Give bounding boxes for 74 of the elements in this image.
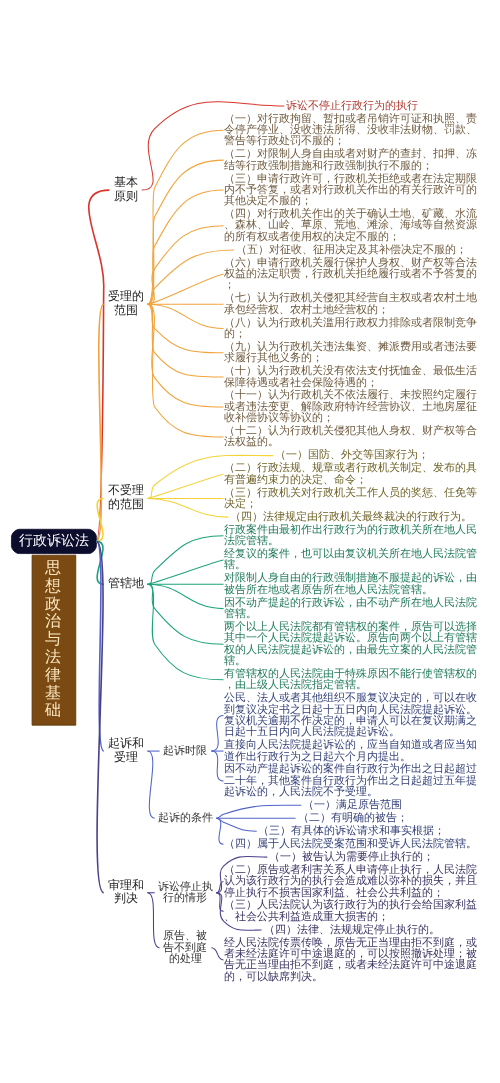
node-text: 基本原则	[113, 174, 138, 203]
connector	[146, 559, 225, 585]
connector	[146, 248, 235, 305]
node-text: 经复议的案件，也可以由复议机关所在地人民法院管辖。	[224, 546, 478, 570]
connector	[210, 750, 225, 752]
connector	[146, 189, 225, 305]
node-text: （一）满足原告范围	[303, 797, 403, 810]
node-text: （五）对征收、征用决定及其补偿决定不服的；	[235, 242, 467, 255]
connector	[215, 891, 263, 931]
node-text: 起诉的条件	[157, 810, 213, 823]
node-text: （二）原告或者利害关系人申请停止执行，人民法院认为该行政行为的执行会造成难以弥补的损失，并且停止执行不损害国家利益、社会公共利益的；	[224, 862, 478, 897]
node-text: 公民、法人或者其他组织不服复议决定的，可以在收到复议决定书之日起十五日内向人民法院提起诉讼。复议机关逾期不作决定的，申请人可以在复议期满之日起十五日内向人民法院提起诉讼。	[224, 690, 478, 737]
node-text: （二）行政法规、规章或者行政机关制定、发布的具有普遍约束力的决定、命令；	[224, 460, 478, 485]
connector	[146, 303, 225, 408]
node-text: 经人民法院传票传唤，原告无正当理由拒不到庭，或者未经法庭许可中途退庭的，可以按照撤诉处理；被告无正当理由拒不到庭，或者未经法庭许可中途退庭的，可以缺席判决。	[224, 935, 478, 982]
node-box: 思想政治与法律基础	[31, 554, 77, 726]
node-text: （十一）认为行政机关不依法履行、未按照约定履行或者违法变更、解除政府特许经营协议、土地房屋征收补偿协议等协议的；	[224, 387, 478, 423]
node-text: 起诉和受理	[107, 735, 144, 764]
node-text: （四）对行政机关作出的关于确认土地、矿藏、水流、森林、山岭、草原、荒地、滩涂、海域等自然资源的所有权或者使用权的决定不服的；	[224, 206, 478, 242]
connector	[146, 129, 225, 305]
node-text: 有管辖权的人民法院由于特殊原因不能行使管辖权的，由上级人民法院指定管辖。	[224, 666, 478, 690]
node-text: （三）人民法院认为该行政行为的执行会给国家利益、社会公共利益造成重大损害的；	[224, 897, 478, 922]
connector	[210, 946, 225, 960]
node-text: 审理和判决	[107, 877, 144, 905]
node-text: （六）申请行政机关履行保护人身权、财产权等合法权益的法定职责，行政机关拒绝履行或者不予答复的；	[224, 255, 478, 290]
node-box: 行政诉讼法	[11, 528, 97, 554]
node-text: 原告、被告不到庭的处理	[163, 928, 208, 964]
node-text: （四）法律规定由行政机关最终裁决的行政行为。	[229, 509, 472, 522]
node-text: （十）认为行政机关没有依法支付抚恤金、最低生活保障待遇或者社会保险待遇的；	[224, 363, 478, 388]
connector	[215, 817, 225, 845]
connector	[146, 473, 225, 499]
connector	[146, 497, 229, 518]
node-text: 不受理的范围	[107, 482, 144, 511]
node-text: 两个以上人民法院都有管辖权的案件，原告可以选择其中一个人民法院提起诉讼。原告向两个以上有管辖权的人民法院提起诉讼的，由最先立案的人民法院管辖。	[224, 619, 478, 666]
node-text: （三）有具体的诉讼请求和事实根据；	[258, 823, 446, 836]
node-text: （七）认为行政机关侵犯其经营自主权或者农村土地承包经营权、农村土地经营权的；	[224, 290, 478, 315]
connector	[146, 273, 225, 305]
node-text: （十二）认为行政机关侵犯其他人身权、财产权等合法权益的。	[224, 423, 478, 447]
connector	[146, 750, 156, 819]
node-text: 诉讼不停止行政行为的执行	[286, 98, 419, 111]
node-text: （四）法律、法规规定停止执行的。	[263, 922, 440, 935]
connector	[210, 750, 225, 782]
node-text: （三）行政机关对行政机关工作人员的奖惩、任免等决定；	[224, 485, 478, 509]
node-text: （一）国防、外交等国家行为；	[274, 447, 429, 460]
connector	[146, 454, 274, 499]
node-text: （一）被告认为需要停止执行的；	[269, 849, 435, 862]
node-text: （三）申请行政许可，行政机关拒绝或者在法定期限内不予答复，或者对行政机关作出的有关行政许可的其他决定不服的；	[224, 171, 478, 206]
node-text: （一）对行政拘留、暂扣或者吊销许可证和执照、责令停产停业、没收违法所得、没收非法财物、罚款、警告等行政处罚不服的；	[224, 111, 478, 146]
node-text: 管辖地	[107, 575, 144, 590]
connector	[146, 303, 225, 437]
node-text: 行政案件由最初作出行政行为的行政机关所在地人民法院管辖。	[224, 522, 478, 546]
connector	[146, 224, 225, 305]
node-text: （九）认为行政机关违法集资、摊派费用或者违法要求履行其他义务的；	[224, 339, 478, 363]
node-text: 直接向人民法院提起诉讼的，应当自知道或者应当知道作出行政行为之日起六个月内提出。	[224, 737, 478, 761]
node-text: （二）有明确的被告；	[297, 810, 408, 823]
node-text: 诉讼停止执行的情形	[157, 879, 213, 903]
node-text: （二）对限制人身自由或者对财产的查封、扣押、冻结等行政强制措施和行政强制执行不服的；	[224, 146, 478, 171]
node-text: 对限制人身自由的行政强制措施不服提起的诉讼，由被告所在地或者原告所在地人民法院管辖。	[224, 570, 478, 595]
node-text: 因不动产提起诉讼的案件自行政行为作出之日起超过二十年，其他案件自行政行为作出之日起超过五年提起诉讼的，人民法院不予受理。	[224, 761, 478, 797]
connector	[215, 804, 302, 819]
node-text: 因不动产提起的行政诉讼，由不动产所在地人民法院管辖。	[224, 595, 478, 619]
connector	[215, 891, 225, 912]
connector	[146, 534, 225, 585]
connector	[95, 497, 105, 542]
connector	[95, 302, 105, 542]
connector	[146, 583, 225, 680]
connector	[146, 750, 161, 752]
connector	[141, 100, 285, 191]
node-text: 受理的范围	[107, 288, 144, 317]
connector	[210, 714, 225, 752]
connector	[146, 159, 225, 305]
node-text: （四）属于人民法院受案范围和受诉人民法院管辖。	[224, 836, 478, 849]
node-text: （八）认为行政机关滥用行政权力排除或者限制竞争的；	[224, 315, 478, 339]
node-text: 起诉时限	[163, 743, 208, 756]
